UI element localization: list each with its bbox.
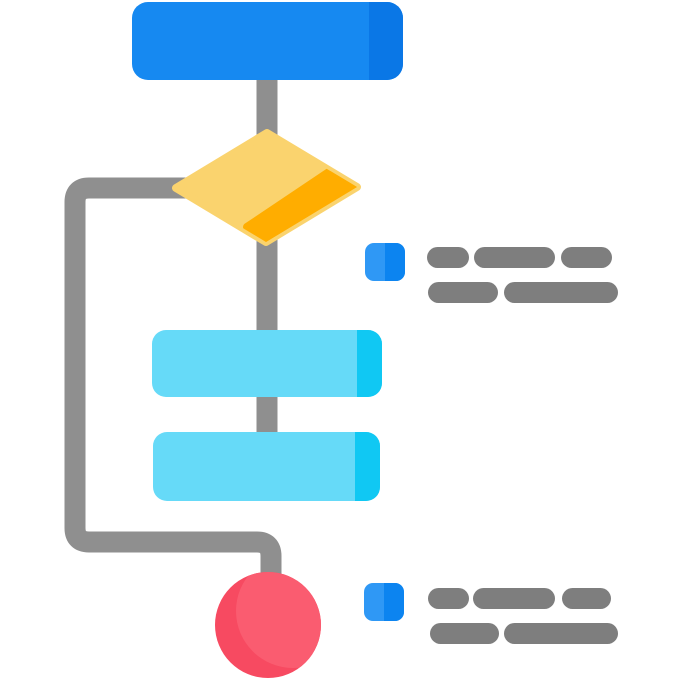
process-node-2-shade [355, 432, 380, 501]
process-node-1-body [152, 330, 382, 397]
end-node [215, 572, 321, 678]
annotation-decision-marker-right [385, 243, 405, 281]
annotation-end-marker [364, 583, 404, 621]
connector-loop-path [64, 177, 282, 584]
text-pill [428, 588, 469, 609]
end-node-highlight [236, 572, 321, 668]
text-pill [504, 282, 618, 303]
annotation-end-text-pills [428, 588, 618, 644]
start-node-shade [369, 2, 403, 80]
process-node-1 [152, 330, 382, 397]
connector-lines [64, 40, 282, 584]
decision-node [172, 129, 361, 246]
start-node-body [132, 2, 403, 80]
text-pill [473, 588, 555, 609]
annotation-end-marker-right [384, 583, 404, 621]
process-node-2 [153, 432, 380, 501]
text-pill [430, 623, 499, 644]
process-node-2-body [153, 432, 380, 501]
annotation-end [364, 583, 618, 644]
annotation-decision-text-pills [427, 247, 618, 303]
text-pill [428, 282, 498, 303]
text-pill [504, 623, 618, 644]
text-pill [474, 247, 555, 268]
text-pill [562, 588, 611, 609]
text-pill [427, 247, 469, 268]
annotation-decision-marker [365, 243, 405, 281]
text-pill [561, 247, 612, 268]
start-node [132, 2, 403, 80]
annotation-decision [365, 243, 618, 303]
process-node-1-shade [357, 330, 382, 397]
